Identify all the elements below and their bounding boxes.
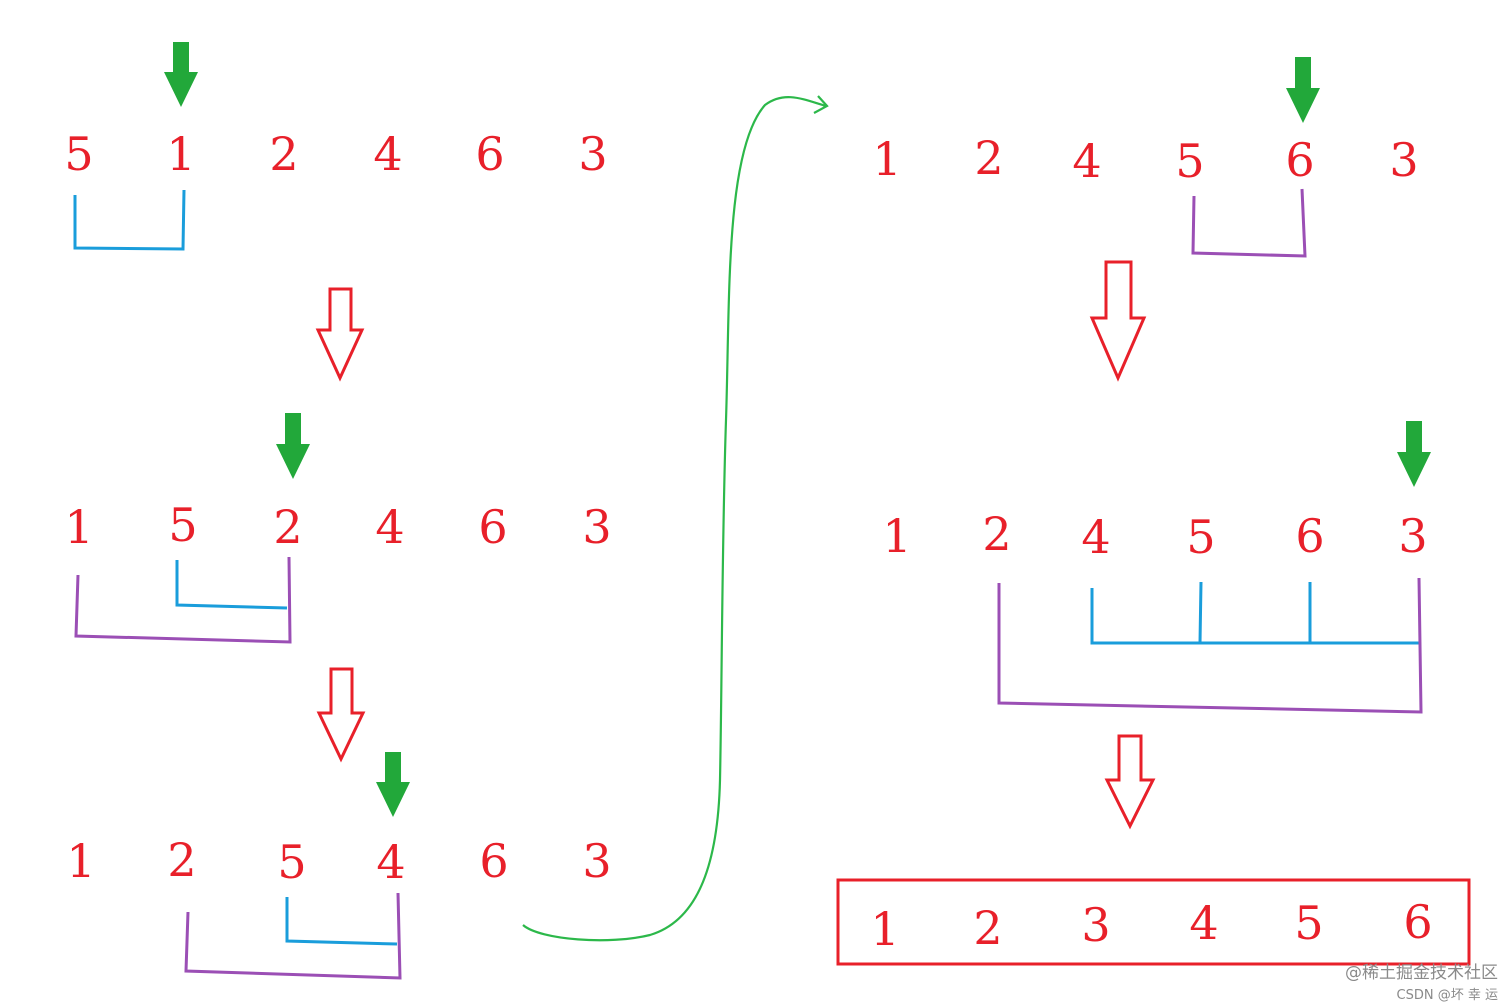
step-2-number: 5 — [168, 498, 197, 552]
sorted-range-bracket — [997, 577, 1423, 714]
step-2-number: 4 — [375, 500, 404, 554]
result-number: 3 — [1081, 898, 1110, 952]
csdn-watermark: CSDN @坏 幸 运 — [1396, 988, 1498, 1003]
step-5-number: 4 — [1081, 510, 1110, 564]
step-1-number: 6 — [475, 127, 504, 181]
sorted-range-bracket — [184, 892, 402, 980]
result-number: 6 — [1403, 895, 1432, 949]
result-number: 5 — [1294, 896, 1323, 950]
hollow-red-down-arrow-icon — [316, 667, 366, 763]
step-4: 1 2 4 5 6 3 — [872, 57, 1419, 258]
step-2: 1 5 2 4 6 3 — [64, 413, 612, 644]
step-2-number: 6 — [478, 500, 507, 554]
result-number: 1 — [870, 902, 899, 956]
step-3: 1 2 5 4 6 3 — [66, 752, 612, 980]
connector-curve — [522, 96, 827, 942]
green-down-arrow-icon — [376, 752, 410, 817]
hollow-red-down-arrow-icon — [1089, 260, 1147, 382]
step-5: 1 2 4 5 6 3 — [882, 421, 1431, 714]
step-3-number: 6 — [479, 834, 508, 888]
step-5-number: 3 — [1398, 509, 1427, 563]
step-4-number: 1 — [872, 132, 901, 186]
connector-arrowhead-icon — [813, 95, 829, 114]
step-4-number: 5 — [1175, 134, 1204, 188]
sorted-range-bracket — [1090, 581, 1419, 645]
sorted-range-bracket — [175, 560, 288, 610]
step-5-number: 2 — [982, 507, 1011, 561]
sorted-range-bracket — [285, 897, 398, 946]
step-2-number: 1 — [64, 500, 93, 554]
green-down-arrow-icon — [1286, 57, 1320, 123]
result-box: 1 2 3 4 5 6 — [836, 878, 1471, 966]
hollow-red-down-arrow-icon — [315, 287, 365, 382]
step-1-number: 1 — [166, 127, 195, 181]
step-3-number: 3 — [582, 834, 611, 888]
step-4-number: 2 — [974, 131, 1003, 185]
step-1: 5 1 2 4 6 3 — [64, 42, 608, 251]
step-2-number: 3 — [582, 500, 611, 554]
step-1-number: 2 — [269, 127, 298, 181]
sorted-range-bracket — [1191, 188, 1307, 258]
step-1-number: 4 — [373, 127, 402, 181]
step-2-number: 2 — [273, 500, 302, 554]
step-3-number: 5 — [277, 835, 306, 889]
result-number: 2 — [973, 901, 1002, 955]
sorted-range-bracket — [73, 189, 186, 251]
step-3-number: 2 — [167, 833, 196, 887]
green-down-arrow-icon — [276, 413, 310, 479]
result-number: 4 — [1189, 896, 1218, 950]
step-3-number: 1 — [66, 834, 95, 888]
step-5-number: 1 — [882, 509, 911, 563]
step-1-number: 3 — [578, 127, 607, 181]
juejin-watermark: @稀土掘金技术社区 — [1345, 963, 1498, 983]
green-down-arrow-icon — [1397, 421, 1431, 487]
hollow-red-down-arrow-icon — [1104, 734, 1156, 830]
step-4-number: 6 — [1285, 133, 1314, 187]
step-5-number: 5 — [1186, 510, 1215, 564]
step-4-number: 4 — [1072, 134, 1101, 188]
step-1-number: 5 — [64, 127, 93, 181]
green-down-arrow-icon — [164, 42, 198, 107]
sorted-range-bracket — [74, 556, 292, 644]
step-5-number: 6 — [1295, 509, 1324, 563]
step-4-number: 3 — [1389, 133, 1418, 187]
step-3-number: 4 — [376, 835, 405, 889]
